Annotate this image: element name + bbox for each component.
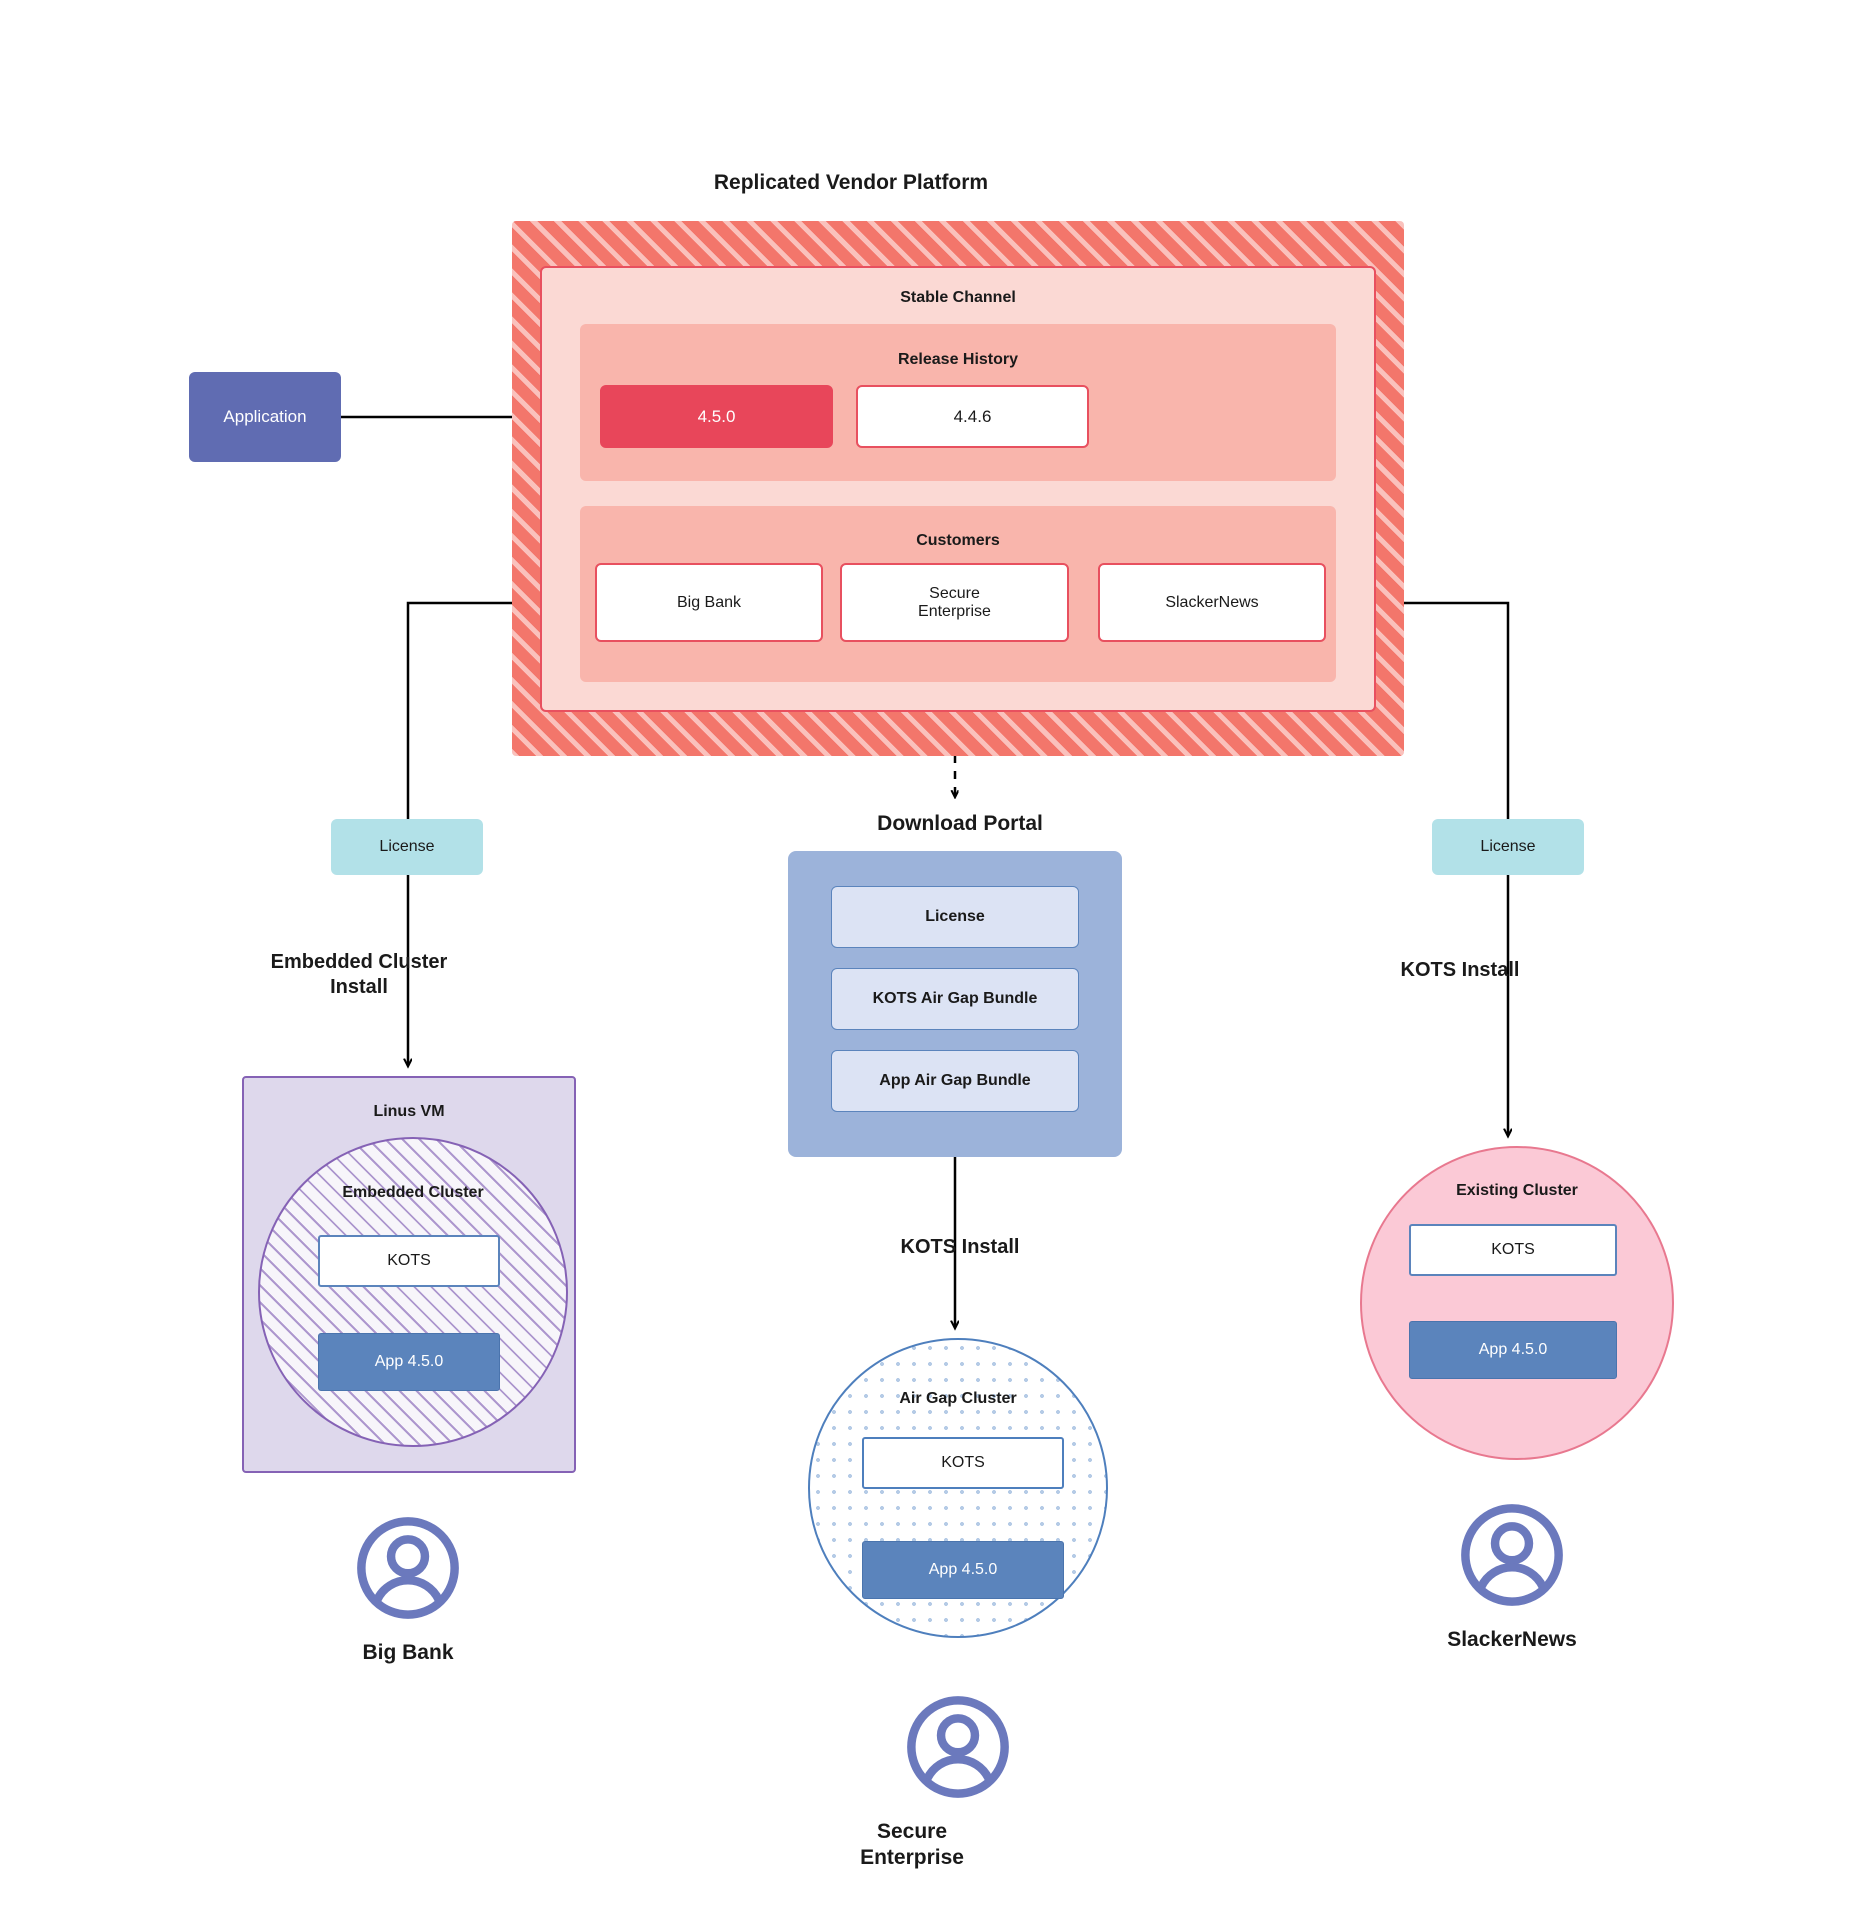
kots-node-right[interactable]: KOTS bbox=[1409, 1224, 1617, 1276]
application-node[interactable]: Application bbox=[189, 372, 341, 462]
customer-chip-slackernews[interactable]: SlackerNews bbox=[1098, 563, 1326, 642]
release-chip-current[interactable]: 4.5.0 bbox=[600, 385, 833, 448]
portal-item-app-air-gap-bundle[interactable]: App Air Gap Bundle bbox=[831, 1050, 1079, 1112]
download-portal-title: Download Portal bbox=[877, 812, 1043, 835]
kots-node-left[interactable]: KOTS bbox=[318, 1235, 500, 1287]
user-avatar-icon bbox=[1461, 1504, 1563, 1606]
customer-chip-big-bank[interactable]: Big Bank bbox=[595, 563, 823, 642]
existing-cluster-circle bbox=[1360, 1146, 1674, 1460]
portal-item-kots-air-gap-bundle[interactable]: KOTS Air Gap Bundle bbox=[831, 968, 1079, 1030]
release-chip-previous[interactable]: 4.4.6 bbox=[856, 385, 1089, 448]
embedded-cluster-label: Embedded Cluster bbox=[342, 1184, 484, 1201]
linux-vm-label: Linus VM bbox=[373, 1103, 445, 1120]
page-title: Replicated Vendor Platform bbox=[713, 171, 989, 194]
release-history-label: Release History bbox=[897, 351, 1019, 368]
app-node-left[interactable]: App 4.5.0 bbox=[318, 1333, 500, 1391]
stable-channel-label: Stable Channel bbox=[900, 289, 1016, 306]
install-label-kots-right: KOTS Install bbox=[1400, 959, 1520, 981]
portal-item-license[interactable]: License bbox=[831, 886, 1079, 948]
app-node-right[interactable]: App 4.5.0 bbox=[1409, 1321, 1617, 1379]
license-node-left[interactable]: License bbox=[331, 819, 483, 875]
persona-label-big-bank: Big Bank bbox=[362, 1641, 454, 1664]
license-node-right[interactable]: License bbox=[1432, 819, 1584, 875]
app-node-middle[interactable]: App 4.5.0 bbox=[862, 1541, 1064, 1599]
existing-cluster-label: Existing Cluster bbox=[1456, 1182, 1578, 1199]
air-gap-cluster-label: Air Gap Cluster bbox=[899, 1390, 1017, 1407]
customers-label: Customers bbox=[916, 532, 1000, 549]
install-label-kots-middle: KOTS Install bbox=[900, 1236, 1020, 1258]
user-avatar-icon bbox=[907, 1696, 1009, 1798]
kots-node-middle[interactable]: KOTS bbox=[862, 1437, 1064, 1489]
persona-label-slackernews: SlackerNews bbox=[1447, 1628, 1577, 1651]
user-avatar-icon bbox=[357, 1517, 459, 1619]
embedded-cluster-circle bbox=[258, 1137, 568, 1447]
